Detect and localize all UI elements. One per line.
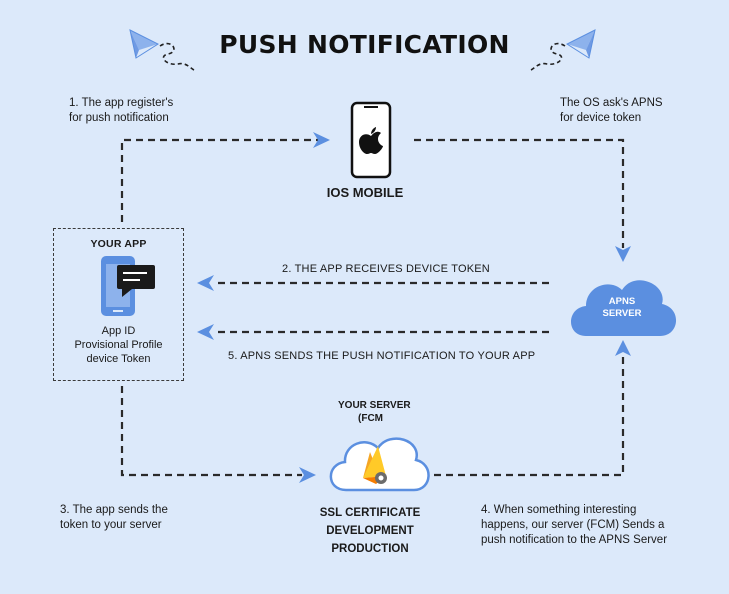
step5-label: 5. APNS SENDS THE PUSH NOTIFICATION TO Y…: [228, 350, 536, 362]
ssl-certificate-label: SSL CERTIFICATE: [319, 507, 421, 519]
connector-lines: [120, 138, 625, 477]
arrowhead-right-top: [313, 132, 330, 148]
step1-line-2: for push notification: [69, 112, 169, 124]
your-app-box: [53, 228, 184, 381]
os-asks-text: The OS ask's APNS for device token: [560, 96, 663, 126]
arrowhead-right-server: [299, 467, 316, 483]
production-label: PRODUCTION: [331, 543, 409, 555]
firebase-icon: [363, 446, 387, 484]
page-title: PUSH NOTIFICATION: [219, 30, 510, 59]
ios-mobile-label: IOS MOBILE: [326, 185, 404, 200]
apns-label-line-2: SERVER: [602, 308, 642, 319]
apns-server-label: APNS SERVER: [583, 296, 661, 320]
step4-line-3: push notification to the APNS Server: [481, 534, 668, 546]
step4-line-1: 4. When something interesting: [481, 504, 637, 516]
step3-line-1: 3. The app sends the: [60, 504, 168, 516]
line-app-to-mobile: [120, 138, 318, 222]
line-server-to-apns: [422, 355, 625, 477]
your-server-label: YOUR SERVER (FCM: [338, 399, 411, 425]
step4-text: 4. When something interesting happens, o…: [481, 503, 667, 548]
your-app-heading: YOUR APP: [90, 238, 147, 250]
your-app-details: App ID Provisional Profile device Token: [53, 324, 184, 366]
os-asks-line-1: The OS ask's APNS: [560, 97, 663, 109]
arrowhead-down-apns: [615, 246, 631, 262]
line-mobile-to-apns: [414, 138, 625, 248]
line-app-to-server: [120, 386, 302, 477]
chat-bubble-icon: [117, 265, 155, 297]
apns-cloud-icon: [571, 280, 677, 336]
arrowhead-left-push: [197, 324, 214, 340]
development-label: DEVELOPMENT: [326, 525, 414, 537]
arrowhead-left-token: [197, 275, 214, 291]
step1-text: 1. The app register's for push notificat…: [69, 96, 173, 126]
your-server-line-1: YOUR SERVER: [338, 400, 411, 411]
arrowheads: [197, 132, 631, 483]
provisional-profile-label: Provisional Profile: [74, 339, 163, 351]
your-server-line-2: (FCM: [358, 413, 383, 424]
os-asks-line-2: for device token: [560, 112, 642, 124]
app-id-label: App ID: [101, 325, 136, 337]
step3-line-2: token to your server: [60, 519, 162, 531]
paper-plane-icon-left: [129, 29, 195, 71]
arrowhead-up-apns: [615, 340, 631, 356]
step1-line-1: 1. The app register's: [69, 97, 174, 109]
server-cert-labels: SSL CERTIFICATE DEVELOPMENT PRODUCTION: [300, 504, 440, 558]
paper-plane-icon-right: [530, 29, 596, 71]
apple-icon: [359, 127, 383, 154]
device-token-label: device Token: [86, 353, 151, 365]
apns-label-line-1: APNS: [608, 296, 636, 307]
step2-label: 2. THE APP RECEIVES DEVICE TOKEN: [282, 263, 490, 275]
step4-line-2: happens, our server (FCM) Sends a: [481, 519, 665, 531]
step3-text: 3. The app sends the token to your serve…: [60, 503, 168, 533]
